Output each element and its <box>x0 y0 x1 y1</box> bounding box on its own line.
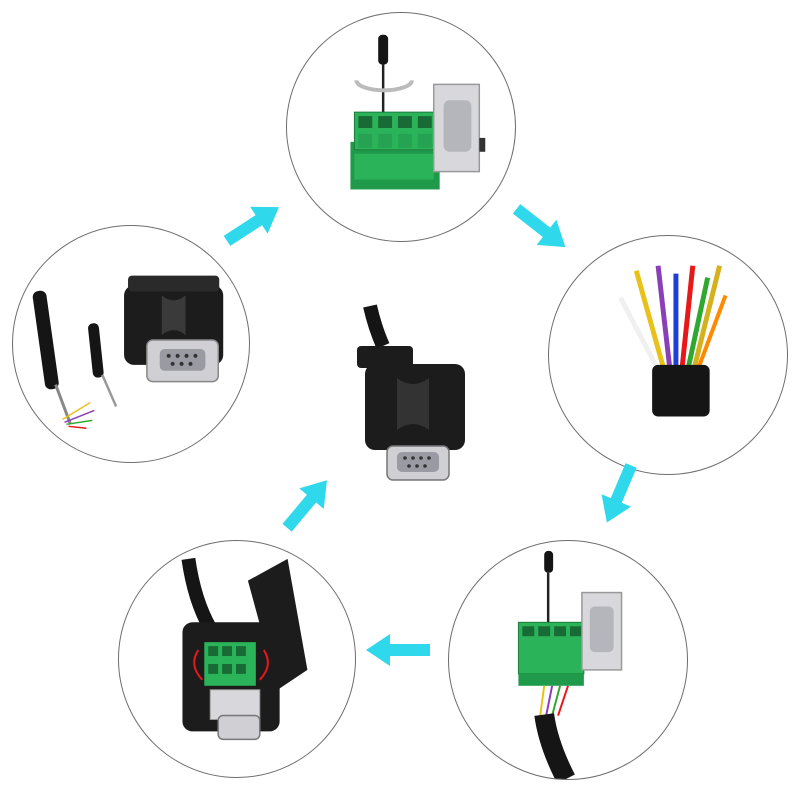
arrow-step2-to-step3 <box>507 196 576 259</box>
insert-wires-illustration <box>517 550 623 779</box>
db9-connector-icon <box>357 346 465 481</box>
stripped-cable-illustration <box>618 265 728 417</box>
arrow-step5-to-center <box>275 470 339 538</box>
terminal-board-icon <box>350 111 440 190</box>
screwdriver-icon <box>544 550 554 633</box>
arrow-step3-to-step4 <box>592 459 646 529</box>
step-circle-loosen-screws <box>286 12 516 242</box>
housing-illustration <box>181 557 308 741</box>
db9-shell-icon <box>432 83 486 173</box>
small-screwdriver-icon <box>88 323 118 407</box>
wire-ends-icon <box>62 401 95 430</box>
db9-connector-icon <box>124 275 224 383</box>
step-circle-strip-wires <box>548 235 788 475</box>
assembled-connector-illustration <box>357 304 465 481</box>
tools-illustration <box>32 275 224 430</box>
step-circle-insert-wires <box>448 540 688 780</box>
stripped-cable-icon <box>618 265 728 417</box>
terminal-board-icon <box>517 621 585 686</box>
loosen-screws-illustration <box>350 34 486 190</box>
db9-shell-icon <box>581 591 623 671</box>
step-circle-housing <box>118 540 356 778</box>
assembled-connector <box>335 298 475 486</box>
open-housing-icon <box>182 558 308 741</box>
rotate-arrow-icon <box>354 80 414 93</box>
arrow-step1-to-step2 <box>218 194 287 255</box>
cable-icon <box>534 685 575 779</box>
cable-icon <box>181 557 217 632</box>
step-circle-tools <box>12 225 250 463</box>
arrow-step4-to-step5 <box>366 634 430 666</box>
cable-icon <box>363 304 390 349</box>
screwdriver-icon <box>32 290 72 425</box>
